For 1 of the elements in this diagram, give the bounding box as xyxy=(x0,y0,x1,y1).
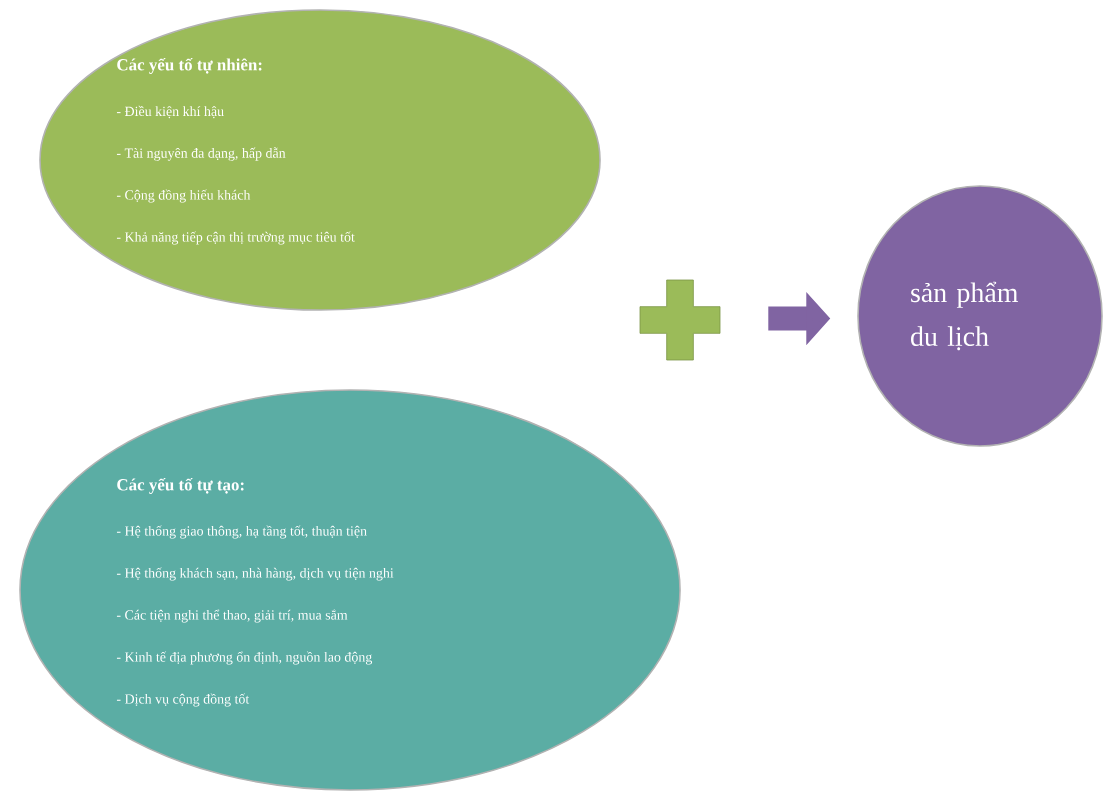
plus-sign xyxy=(639,279,721,361)
